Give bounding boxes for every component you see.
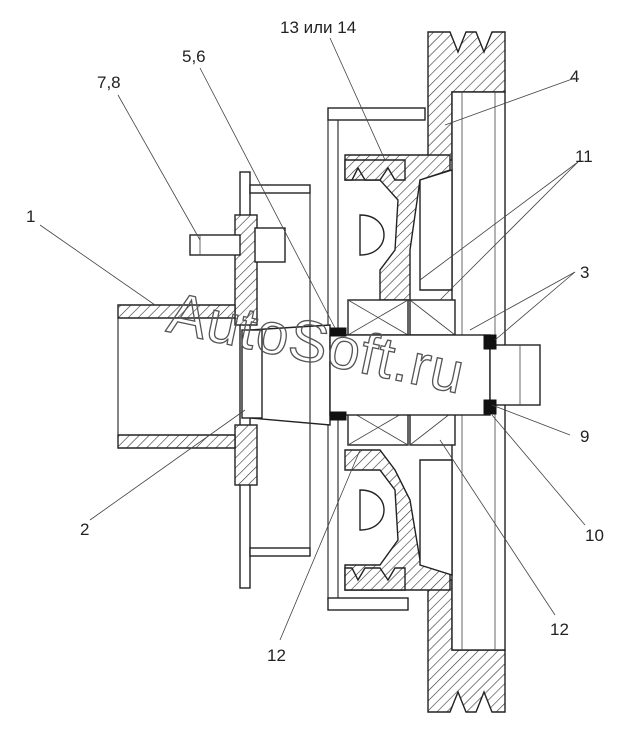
callout-9: 9 (580, 427, 589, 446)
leader-lines (39, 37, 586, 641)
callout-1: 1 (26, 207, 35, 226)
callout-12-right: 12 (550, 620, 569, 639)
callout-11: 11 (575, 147, 593, 166)
gear-ring (344, 159, 406, 591)
bearings (347, 299, 456, 446)
callout-10: 10 (585, 526, 604, 545)
callout-4: 4 (570, 67, 579, 86)
callout-2: 2 (80, 520, 89, 539)
callout-3: 3 (580, 263, 589, 282)
callout-13-14: 13 или 14 (280, 18, 356, 37)
callout-7-8: 7,8 (97, 73, 121, 92)
callout-12-left: 12 (267, 646, 286, 665)
callout-5-6: 5,6 (182, 47, 206, 66)
bolt (189, 227, 286, 263)
